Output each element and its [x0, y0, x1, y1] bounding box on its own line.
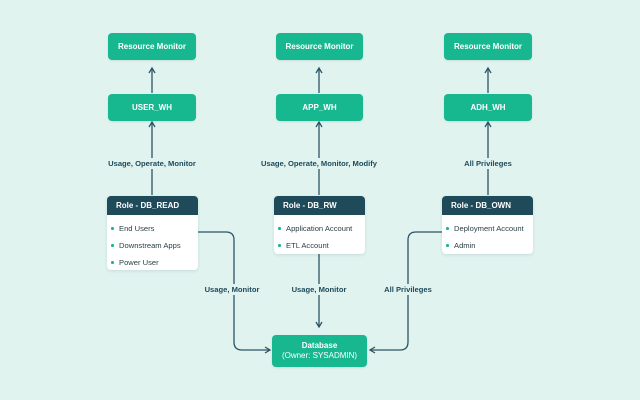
db-grant-label-own: All Privileges [382, 284, 434, 295]
bullet-icon [111, 244, 114, 247]
bullet-icon [446, 244, 449, 247]
role-member: Downstream Apps [107, 237, 198, 254]
database-owner: (Owner: SYSADMIN) [281, 351, 358, 360]
resource-monitor-label: Resource Monitor [117, 41, 186, 51]
bullet-icon [111, 261, 114, 264]
warehouse-label: ADH_WH [470, 102, 506, 112]
role-member: Admin [442, 237, 533, 254]
bullet-icon [278, 227, 281, 230]
role-card-db-read[interactable]: Role - DB_READ End Users Downstream Apps… [107, 196, 198, 270]
grant-label-app-wh: Usage, Operate, Monitor, Modify [258, 158, 380, 169]
warehouse-user-wh[interactable]: USER_WH [108, 94, 196, 121]
role-title: Role - DB_RW [274, 196, 365, 215]
role-card-db-rw[interactable]: Role - DB_RW Application Account ETL Acc… [274, 196, 365, 254]
role-title: Role - DB_OWN [442, 196, 533, 215]
role-member: ETL Account [274, 237, 365, 254]
role-member: Power User [107, 254, 198, 270]
database-title: Database [301, 341, 338, 350]
role-title: Role - DB_READ [107, 196, 198, 215]
bullet-icon [446, 227, 449, 230]
warehouse-app-wh[interactable]: APP_WH [276, 94, 363, 121]
database-node[interactable]: Database (Owner: SYSADMIN) [272, 335, 367, 367]
db-grant-label-read: Usage, Monitor [202, 284, 262, 295]
resource-monitor-label: Resource Monitor [453, 41, 522, 51]
bullet-icon [278, 244, 281, 247]
resource-monitor-label: Resource Monitor [285, 41, 354, 51]
grant-label-user-wh: Usage, Operate, Monitor [106, 158, 198, 169]
warehouse-label: APP_WH [302, 102, 337, 112]
warehouse-adh-wh[interactable]: ADH_WH [444, 94, 532, 121]
resource-monitor-app[interactable]: Resource Monitor [276, 33, 363, 60]
db-grant-label-rw: Usage, Monitor [289, 284, 349, 295]
role-member: Application Account [274, 220, 365, 237]
role-member: End Users [107, 220, 198, 237]
resource-monitor-adh[interactable]: Resource Monitor [444, 33, 532, 60]
role-member: Deployment Account [442, 220, 533, 237]
resource-monitor-user[interactable]: Resource Monitor [108, 33, 196, 60]
role-card-db-own[interactable]: Role - DB_OWN Deployment Account Admin [442, 196, 533, 254]
warehouse-label: USER_WH [131, 102, 172, 112]
grant-label-adh-wh: All Privileges [462, 158, 514, 169]
bullet-icon [111, 227, 114, 230]
